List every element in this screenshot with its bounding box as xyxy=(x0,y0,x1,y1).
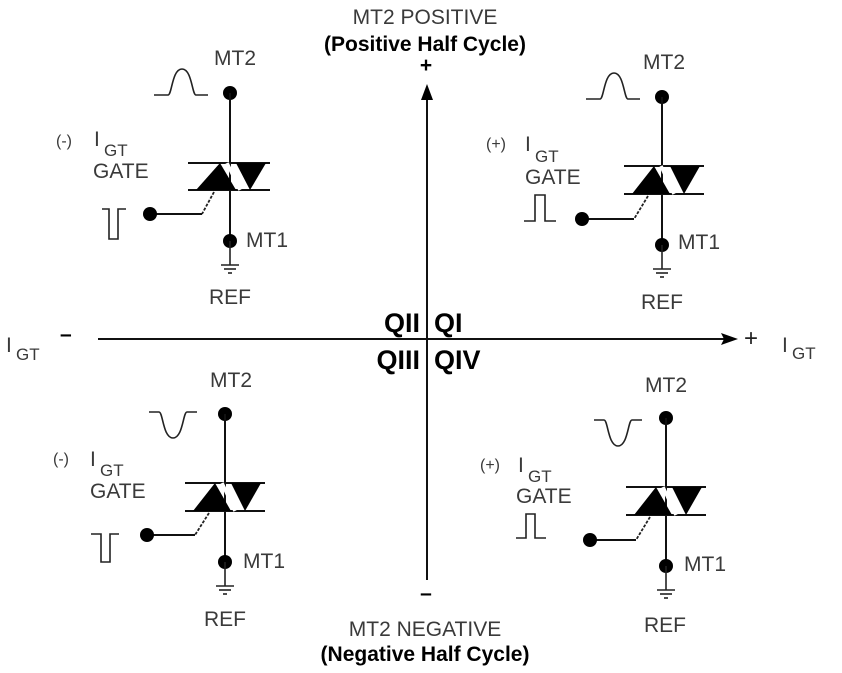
mt1-label: MT1 xyxy=(246,229,288,252)
triac-gap xyxy=(659,165,676,195)
quadrant-label-q3: QIII xyxy=(376,345,420,375)
mt2-label: MT2 xyxy=(210,369,252,392)
mt2-waveform-negative-half-sine-icon xyxy=(594,419,642,447)
gate-lead-diagonal xyxy=(194,512,210,536)
gate-sign: (-) xyxy=(56,133,72,150)
vertical-axis-minus: – xyxy=(420,582,432,605)
horizontal-axis-arrowhead xyxy=(721,333,738,345)
gate-current-sub: GT xyxy=(104,141,128,160)
gate-lead-diagonal xyxy=(635,516,651,541)
ground-icon xyxy=(221,241,239,274)
mt2-label: MT2 xyxy=(643,51,685,74)
triac-gap xyxy=(225,162,242,191)
quadrant-q3-circuit: MT2 MT1 REF (-) I GT GATE xyxy=(53,369,285,631)
gate-current-sub: GT xyxy=(100,461,124,480)
ground-icon xyxy=(216,562,234,595)
triac-up-triangle-icon xyxy=(193,483,231,511)
ref-label: REF xyxy=(209,286,251,309)
triac-gap xyxy=(220,482,237,512)
gate-label: GATE xyxy=(90,480,146,503)
gate-waveform-negative-pulse-icon xyxy=(102,208,126,240)
gate-current-label: I xyxy=(525,133,531,156)
triac-down-triangle-icon xyxy=(672,487,702,515)
ground-icon xyxy=(653,245,671,278)
triac-up-triangle-icon xyxy=(634,487,672,515)
triac-up-triangle-icon xyxy=(196,163,236,190)
negative-half-cycle-subtitle: (Negative Half Cycle) xyxy=(321,643,530,666)
gate-sign: (+) xyxy=(480,457,500,474)
gate-lead-diagonal xyxy=(201,191,215,215)
igt-right-sub: GT xyxy=(792,344,816,363)
quadrant-q2-circuit: MT2 MT1 REF (-) I GT GATE xyxy=(56,47,288,309)
mt2-waveform-positive-half-sine-icon xyxy=(154,68,208,96)
igt-left-sub: GT xyxy=(16,345,40,364)
mt2-waveform-negative-half-sine-icon xyxy=(149,411,197,439)
gate-terminal xyxy=(140,528,154,542)
triac-up-triangle-icon xyxy=(632,166,670,194)
gate-current-label: I xyxy=(518,454,524,477)
quadrant-label-q4: QIV xyxy=(434,345,481,375)
gate-waveform-negative-pulse-icon xyxy=(91,533,119,563)
igt-left-sign: – xyxy=(60,323,72,346)
ref-label: REF xyxy=(644,614,686,637)
gate-terminal xyxy=(143,207,157,221)
triac-down-triangle-icon xyxy=(236,163,266,190)
quadrant-label-q2: QII xyxy=(384,308,420,338)
mt2-waveform-positive-half-sine-icon xyxy=(586,72,640,100)
gate-current-label: I xyxy=(94,128,100,151)
vertical-axis-plus: + xyxy=(420,54,432,77)
quadrant-q1-circuit: MT2 MT1 REF (+) I GT GATE xyxy=(486,51,720,314)
gate-label: GATE xyxy=(516,485,572,508)
axis-label-left: I GT – xyxy=(6,323,72,364)
gate-waveform-positive-pulse-icon xyxy=(516,513,546,539)
gate-label: GATE xyxy=(93,160,149,183)
mt1-label: MT1 xyxy=(678,231,720,254)
igt-left-label: I xyxy=(6,334,12,357)
triac-down-triangle-icon xyxy=(231,483,261,511)
gate-current-label: I xyxy=(90,448,96,471)
gate-terminal xyxy=(575,212,589,226)
mt2-positive-title: MT2 POSITIVE xyxy=(353,6,498,29)
gate-current-sub: GT xyxy=(528,467,552,486)
gate-waveform-positive-pulse-icon xyxy=(524,194,556,222)
igt-right-sign: + xyxy=(744,325,758,352)
gate-current-sub: GT xyxy=(535,147,559,166)
ref-label: REF xyxy=(641,291,683,314)
mt2-label: MT2 xyxy=(645,374,687,397)
triac-down-triangle-icon xyxy=(670,166,700,194)
mt2-negative-title: MT2 NEGATIVE xyxy=(349,618,501,641)
triac-gap xyxy=(661,486,678,516)
gate-label: GATE xyxy=(525,166,581,189)
gate-sign: (+) xyxy=(486,136,506,153)
mt1-label: MT1 xyxy=(243,550,285,573)
gate-terminal xyxy=(583,533,597,547)
mt2-label: MT2 xyxy=(214,47,256,70)
positive-half-cycle-subtitle: (Positive Half Cycle) xyxy=(324,33,526,56)
vertical-axis-arrowhead xyxy=(421,84,433,100)
mt1-label: MT1 xyxy=(684,553,726,576)
gate-lead-diagonal xyxy=(633,195,649,220)
axis-label-right: + I GT xyxy=(744,325,816,363)
igt-right-label: I xyxy=(782,334,788,357)
ground-icon xyxy=(657,566,675,599)
ref-label: REF xyxy=(204,608,246,631)
quadrant-q4-circuit: MT2 MT1 REF (+) I GT GATE xyxy=(480,374,726,637)
gate-sign: (-) xyxy=(53,451,69,468)
quadrant-label-q1: QI xyxy=(434,308,463,338)
axes xyxy=(98,84,738,580)
